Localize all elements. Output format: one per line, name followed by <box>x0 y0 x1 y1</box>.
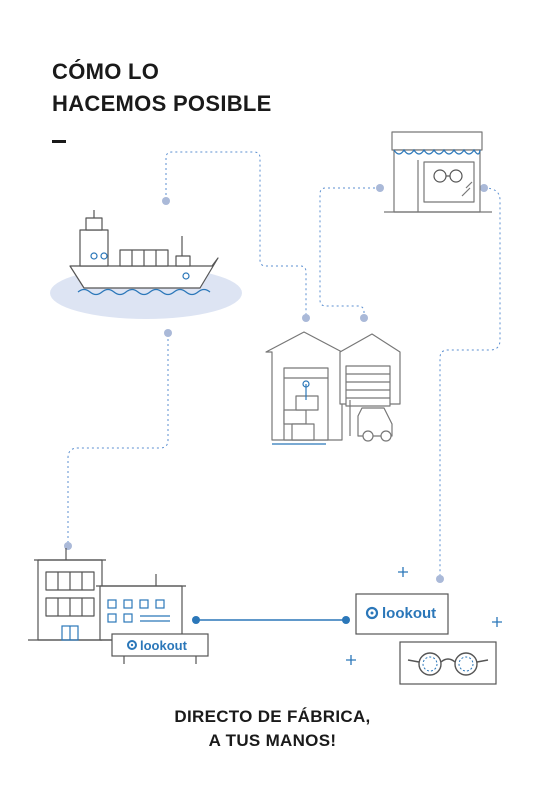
title-line-1: CÓMO LO <box>52 59 160 84</box>
warehouse-icon <box>265 331 401 445</box>
ship-windows <box>90 252 190 280</box>
dot-warehouse-left <box>302 314 310 322</box>
warehouse-accents <box>272 380 326 445</box>
sparkle-icon <box>398 567 408 577</box>
dotted-connectors <box>67 151 501 578</box>
title-underline <box>52 140 66 143</box>
dot-factory-top <box>64 542 72 550</box>
factory-icon: lookout <box>28 548 209 664</box>
sparkle-icon <box>346 655 356 665</box>
tagline-line-1: DIRECTO DE FÁBRICA, <box>174 707 371 726</box>
ship-icon <box>50 210 242 319</box>
dot-ship-top <box>162 197 170 205</box>
dot-customer-top <box>436 575 444 583</box>
factory-sign: lookout <box>111 633 209 664</box>
sparkle-icon <box>492 617 502 627</box>
dot-warehouse-right <box>360 314 368 322</box>
dot-store-left <box>376 184 384 192</box>
dot-store-right <box>480 184 488 192</box>
glasses-icon <box>407 652 489 676</box>
factory-accents <box>61 599 170 641</box>
connector-ship-warehouse <box>165 151 307 318</box>
tagline-line-2: A TUS MANOS! <box>208 731 337 750</box>
connector-store-customer <box>439 187 501 578</box>
page-title: CÓMO LO HACEMOS POSIBLE <box>52 56 272 120</box>
lookout-box-icon: lookout <box>355 593 449 635</box>
connector-store-warehouse <box>319 187 380 318</box>
title-line-2: HACEMOS POSIBLE <box>52 91 272 116</box>
direct-connection-line <box>192 616 350 624</box>
connector-ship-factory <box>67 334 169 546</box>
glasses-box-icon <box>399 641 497 685</box>
sparkle-icons <box>346 567 502 665</box>
store-glasses <box>433 169 463 183</box>
connector-dots <box>64 184 488 583</box>
dot-ship-bottom <box>164 329 172 337</box>
factory-sign-logo: lookout <box>140 638 188 653</box>
tagline: DIRECTO DE FÁBRICA, A TUS MANOS! <box>0 705 545 753</box>
glasses-lens-accents <box>422 656 474 672</box>
store-icon <box>384 131 492 213</box>
lookout-box-logo: lookout <box>382 605 436 622</box>
